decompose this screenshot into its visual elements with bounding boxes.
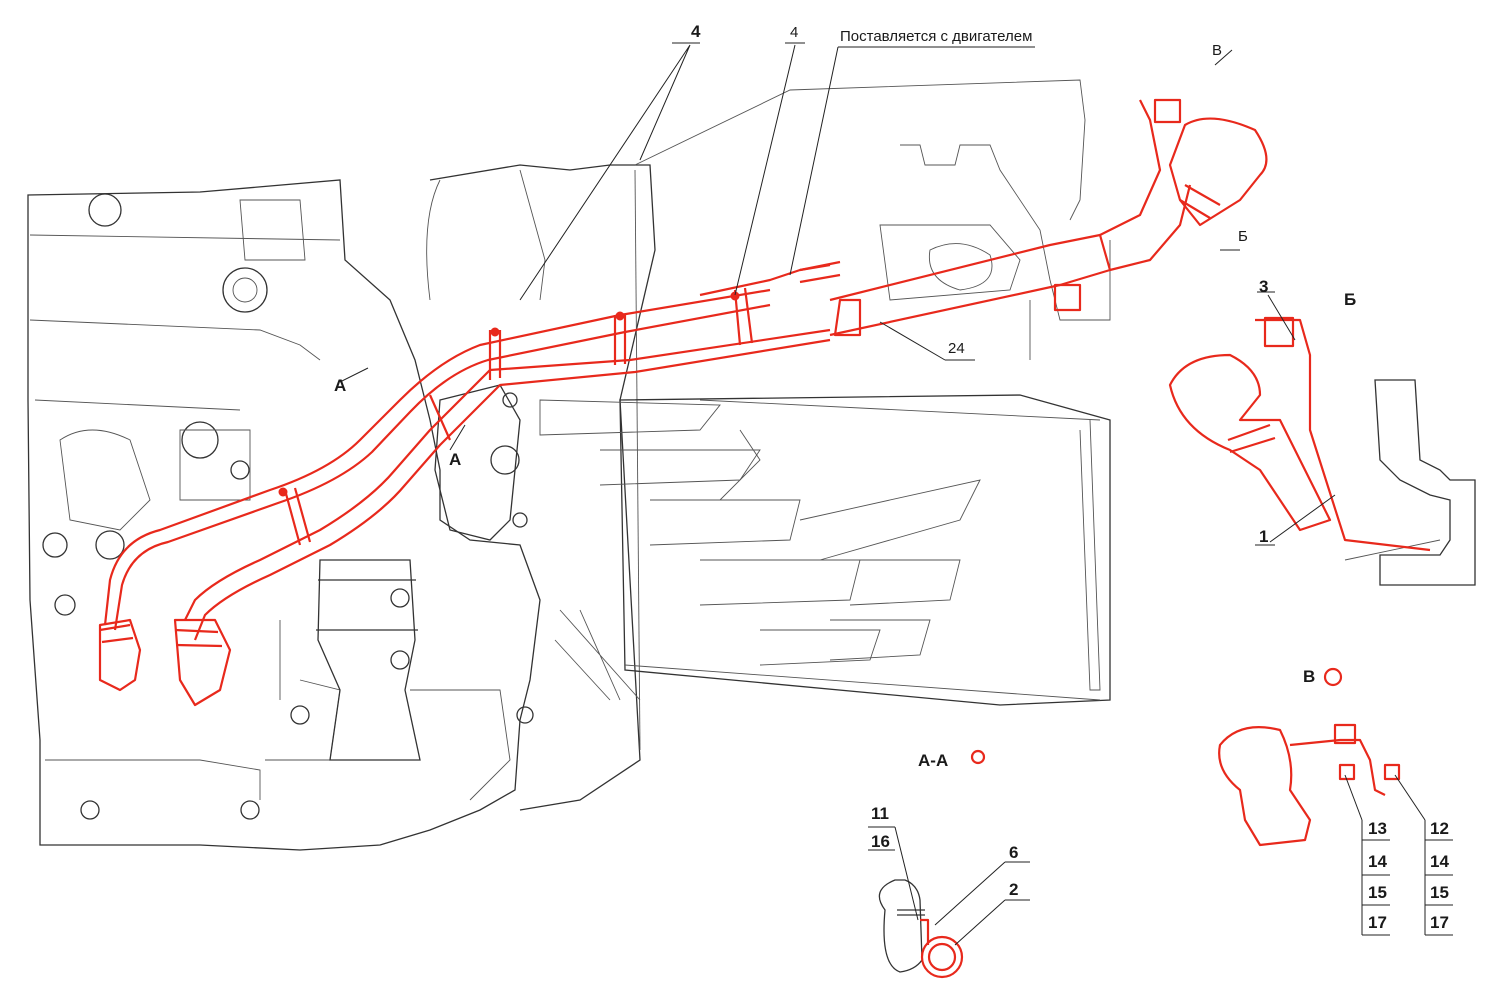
engine-block	[27, 179, 541, 851]
leader-lines	[339, 42, 1453, 946]
section-aa-label-6: 6	[1009, 843, 1019, 862]
label-4-bold: 4	[691, 22, 701, 41]
detail-b-label-1: 1	[1259, 527, 1269, 546]
section-aa-drawing	[878, 749, 986, 979]
view-arrow-v: В	[1212, 42, 1223, 59]
detail-v-label-15b: 15	[1430, 883, 1449, 902]
detail-v-label-17a: 17	[1368, 913, 1387, 932]
detail-b-drawing	[1168, 316, 1476, 586]
section-aa-label-16: 16	[871, 832, 890, 851]
section-aa-label-2: 2	[1009, 880, 1019, 899]
detail-v-label-14a: 14	[1368, 852, 1387, 871]
section-aa-label-11: 11	[871, 804, 889, 823]
detail-v-drawing	[1218, 667, 1426, 847]
detail-v-label-14b: 14	[1430, 852, 1449, 871]
detail-b-label-3: 3	[1259, 277, 1269, 296]
detail-b-title: Б	[1344, 290, 1357, 309]
cab-panel	[426, 79, 1111, 811]
detail-v-label-15a: 15	[1368, 883, 1387, 902]
detail-v-label-12: 12	[1430, 819, 1449, 838]
label-4: 4	[790, 24, 799, 41]
section-aa-title: А-А	[918, 751, 949, 770]
detail-v-label-13: 13	[1368, 819, 1387, 838]
section-marker-a-lower: А	[449, 450, 462, 469]
section-marker-a-left: А	[334, 376, 347, 395]
detail-v-label-17b: 17	[1430, 913, 1449, 932]
fuel-hose-assembly	[98, 98, 1268, 707]
label-24: 24	[948, 340, 965, 357]
supplied-with-engine-note: Поставляется с двигателем	[840, 28, 1033, 45]
view-arrow-b: Б	[1238, 228, 1248, 245]
detail-v-title: В	[1303, 667, 1316, 686]
